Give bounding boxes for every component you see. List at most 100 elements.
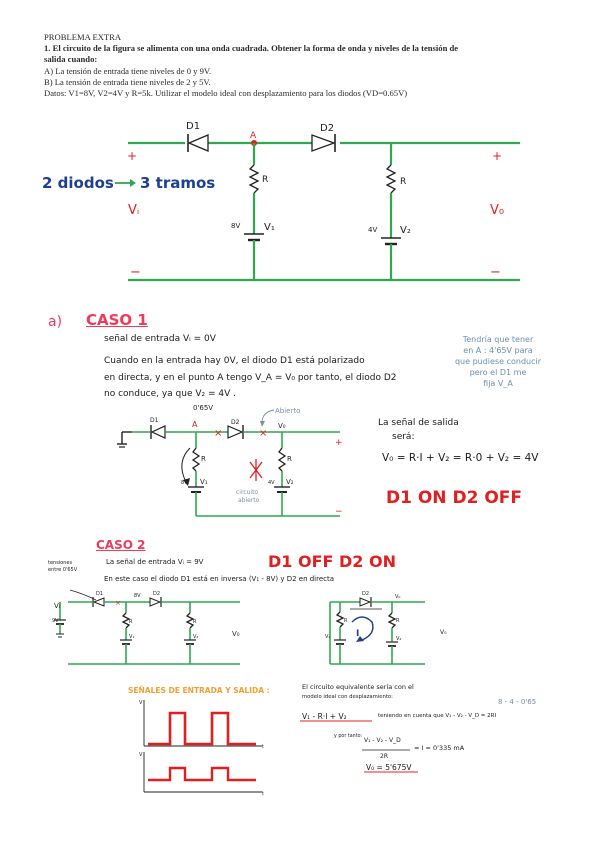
label-v1: V₁ [264, 222, 275, 233]
c1-label-vo: V₀ [278, 422, 286, 430]
caso2-frac-res: = I = 0'335 mA [414, 744, 465, 752]
c2-label-d2: D2 [153, 591, 160, 597]
label-node-a: A [250, 131, 257, 141]
caso1-part-label: a) [48, 314, 63, 330]
caso2-eq-1: V₁ - R·I + V₂ [302, 712, 347, 721]
note-three-sections: 3 tramos [140, 174, 215, 192]
resistor-r2 [385, 164, 397, 194]
label-d2: D2 [320, 123, 334, 134]
c2-eq-label-v2: V₂ [396, 636, 401, 642]
problem-statement: PROBLEMA EXTRA 1. El circuito de la figu… [44, 32, 564, 99]
label-v2: V₂ [400, 225, 411, 236]
caso2-frac-den: 2R [380, 753, 388, 760]
label-r1: R [262, 175, 268, 185]
svg-text:×: × [214, 428, 222, 439]
c1-label-4v: 4V [268, 480, 275, 486]
problem-line-3: A) La tensión de entrada tiene niveles d… [44, 65, 212, 76]
caso1-result: D1 ON D2 OFF [386, 488, 522, 508]
c2-label-r1: R [129, 619, 133, 625]
caso1-text-1: Cuando en la entrada hay 0V, el diodo D1… [104, 356, 365, 366]
side-note-line-1: Tendría que tener [462, 335, 534, 344]
c2-label-vi: Vᵢ [54, 602, 60, 610]
diode-d1-symbol [187, 134, 209, 152]
c2-eq-label-d2: D2 [362, 591, 369, 597]
svg-text:×: × [115, 599, 121, 607]
input-axis-t: t [262, 744, 264, 750]
label-vo: V₀ [490, 203, 504, 218]
c1-label-abierto: Abierto [275, 407, 300, 415]
caso2-signal: La señal de entrada Vᵢ = 9V [106, 558, 204, 566]
side-note-line-3: que pudiese conducir [454, 357, 542, 366]
output-axis-t: t [262, 791, 264, 797]
c2-label-current: I [356, 629, 359, 639]
c2-eq-label-r1: R [344, 618, 348, 624]
c2-label-9v: 9V [52, 618, 59, 624]
caso1-text-3: no conduce, ya que V₂ = 4V . [104, 389, 237, 399]
caso2-eq-text-2: modelo ideal con desplazamiento: [302, 694, 393, 700]
problem-line-4: B) La tensión de entrada tiene niveles d… [44, 76, 211, 87]
label-v1-value: 8V [231, 222, 240, 230]
problem-title: PROBLEMA EXTRA [44, 32, 122, 42]
c2-eq-label-v1: V₁ [325, 634, 330, 640]
c1-label-a: A [192, 420, 198, 429]
caso2-por-tanto: y por tanto: [334, 734, 363, 739]
c1-label-plus: + [335, 438, 343, 448]
c1-label-v1: V₁ [200, 478, 208, 486]
caso1-output-2: será: [392, 432, 415, 442]
label-vi: Vᵢ [128, 203, 139, 218]
arrow-icon [115, 179, 136, 187]
c2-label-v1: V₁ [129, 634, 134, 640]
c2-eq-label-vo: V₀ [395, 594, 400, 600]
c2-eq-label-vo-right: V₀ [440, 629, 447, 636]
svg-text:×: × [259, 428, 267, 439]
caso1-text-2: en directa, y en el punto A tengo V_A = … [104, 373, 397, 383]
caso1-equation: V₀ = R·I + V₂ = R·0 + V₂ = 4V [382, 452, 539, 464]
label-v2-value: 4V [368, 226, 377, 234]
c1-label-v2: V₂ [286, 478, 294, 486]
c2-label-r2: R [193, 619, 197, 625]
caso2-frac-num: V₁ - V₂ - V_D [364, 737, 401, 744]
input-signal-plot: V t [139, 700, 264, 750]
caso2-eq-text-1: El circuito equivalente sería con el [302, 683, 414, 691]
caso2-side-2: entre 0'65V [48, 567, 78, 573]
c1-label-8v: 8V [181, 480, 188, 486]
label-plus-right: + [492, 149, 502, 163]
caso2-side: tensiones entre 0'65V [48, 560, 77, 574]
c2-label-v2: V₂ [193, 634, 198, 640]
c1-label-circuit-2: abierto [238, 497, 260, 504]
label-d1: D1 [186, 121, 200, 132]
side-note-line-2: en A : 4'65V para [463, 346, 533, 355]
c1-label-d2: D2 [231, 419, 240, 426]
label-minus-left: − [130, 265, 141, 280]
problem-line-1: 1. El circuito de la figura se alimenta … [44, 43, 459, 54]
caso2-eq-final: V₀ = 5'675V [366, 763, 412, 772]
c2-eq-label-r2: R [396, 618, 400, 624]
problem-line-5: Datos: V1=8V, V2=4V y R=5k. Utilizar el … [44, 88, 408, 99]
open-circuit-mark-icon [249, 459, 263, 481]
c1-label-circuit-1: circuito [236, 489, 258, 496]
note-two-diodes: 2 diodos [42, 174, 114, 192]
c1-label-r2: R [287, 455, 292, 463]
output-axis-v: V [139, 752, 143, 758]
signals-title: SEÑALES DE ENTRADA Y SALIDA : [128, 686, 270, 695]
resistor-r1 [248, 164, 260, 194]
caso1-output-1: La señal de salida [378, 418, 459, 428]
caso1-title: CASO 1 [86, 311, 148, 329]
c1-label-d1: D1 [150, 417, 159, 424]
caso2-text-1: En este caso el diodo D1 está en inversa… [104, 575, 335, 583]
caso2-result: D1 OFF D2 ON [268, 552, 396, 571]
c1-label-065: 0'65V [193, 404, 213, 412]
c2-label-vo: V₀ [232, 630, 240, 638]
label-minus-right: − [490, 265, 501, 280]
side-note-line-4: pero el D1 me [469, 368, 527, 377]
label-plus-left: + [127, 149, 137, 163]
c1-label-r1: R [201, 455, 206, 463]
caso2-side-1: tensiones [48, 560, 73, 566]
caso1-signal: señal de entrada Vᵢ = 0V [104, 334, 216, 344]
ground-icon [117, 431, 132, 448]
side-note-line-5: fija V_A [483, 379, 513, 388]
caso2-calc-top: 8 - 4 - 0'65 [498, 698, 537, 706]
